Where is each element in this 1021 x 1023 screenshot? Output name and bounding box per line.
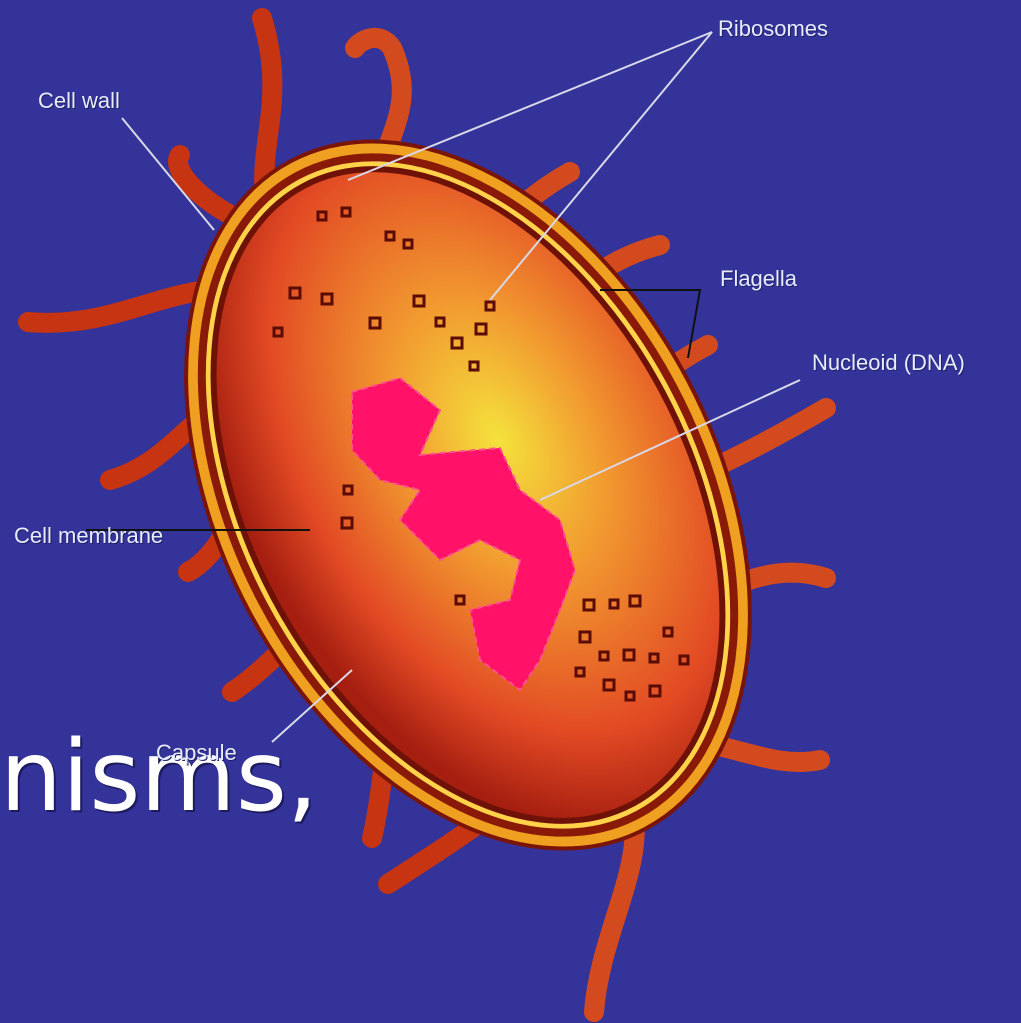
cell-membrane-label: Cell membrane: [14, 516, 164, 556]
cell-wall-leader: [122, 118, 214, 230]
capsule-label: Capsule: [156, 740, 237, 766]
nucleoid-label: Nucleoid (DNA): [812, 350, 965, 376]
flagella-label: Flagella: [720, 266, 797, 292]
ribosomes-label: Ribosomes: [718, 16, 828, 42]
flagellum: [178, 155, 240, 220]
cell-wall-label: Cell wall: [38, 88, 120, 114]
